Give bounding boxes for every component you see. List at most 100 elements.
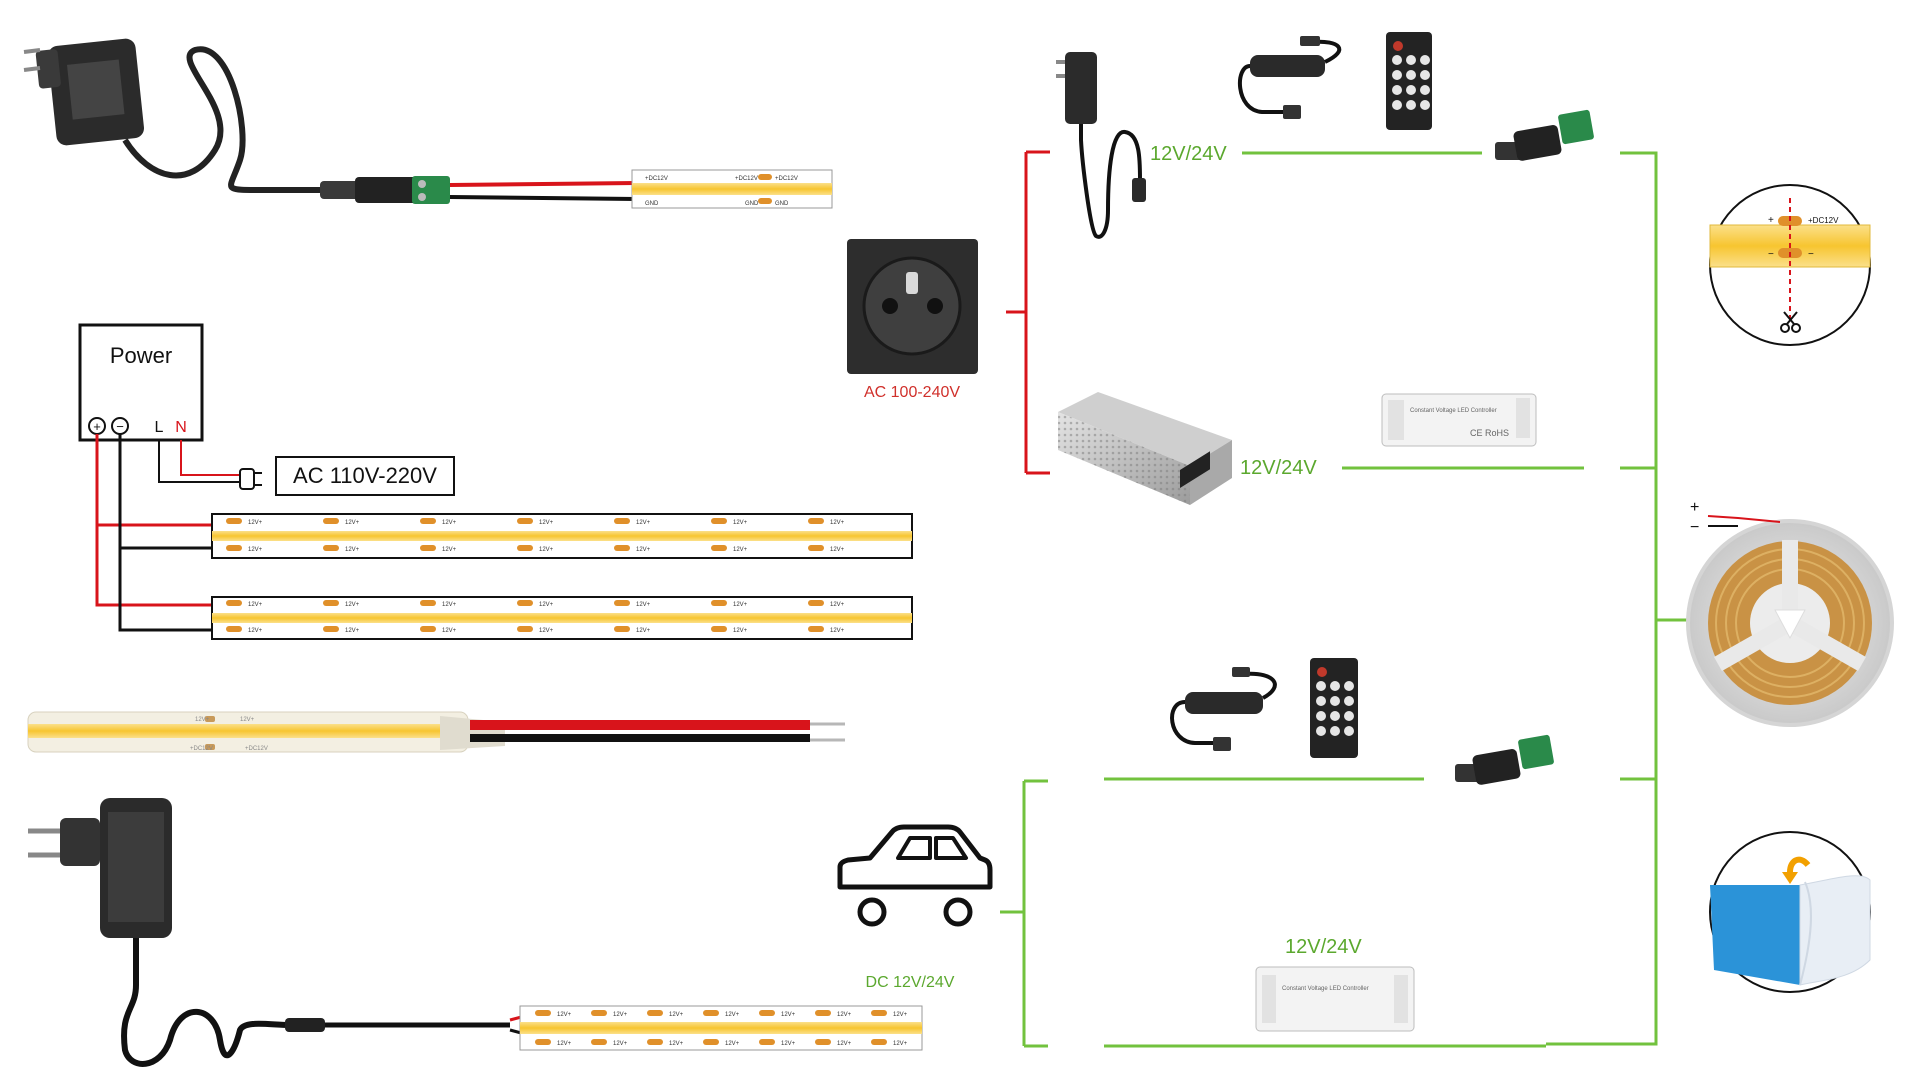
svg-text:+DC12V: +DC12V (190, 746, 213, 752)
scissors-icon (1780, 311, 1801, 333)
pad-label: 12V+ (781, 1012, 796, 1018)
black-wire (449, 195, 641, 201)
solder-pad (711, 600, 727, 606)
solder-pad (420, 518, 436, 524)
solder-pad (614, 518, 630, 524)
solder-pad (517, 626, 533, 632)
pad-label: 12V+ (539, 547, 554, 553)
svg-text:+DC12V: +DC12V (1808, 216, 1839, 225)
pad-label: 12V+ (830, 547, 845, 553)
solder-pad (808, 626, 824, 632)
solder-pad (517, 600, 533, 606)
dc-connector-icon (320, 176, 450, 204)
svg-text:Constant Voltage LED Controlle: Constant Voltage LED Controller (1410, 408, 1497, 414)
solder-pad (808, 545, 824, 551)
wire-tips (810, 722, 845, 742)
strip-solder-pads: 12V+ 12V+ 12V+ 12V+ 12V+ 12V+ 12V+ 12V+ 12V+ 12V+… (226, 518, 845, 634)
pad-label: 12V+ (837, 1041, 852, 1047)
pad-label: 12V+ (636, 628, 651, 634)
pad-label: 12V+ (733, 547, 748, 553)
pad-label: 12V+ (557, 1041, 572, 1047)
svg-text:+: + (1690, 499, 1699, 516)
solder-pad (759, 1010, 775, 1016)
power-box: Power + − L N (78, 323, 204, 442)
green-bus (1546, 151, 1688, 1046)
pad-label: 12V+ (830, 628, 845, 634)
pad-label: 12V+ (248, 628, 263, 634)
solder-pad (808, 518, 824, 524)
pad-label: 12V+ (248, 520, 263, 526)
solder-pad (871, 1039, 887, 1045)
svg-text:Constant Voltage LED Controlle: Constant Voltage LED Controller (1282, 986, 1369, 992)
controller-icon (1170, 667, 1277, 751)
pad-label: 12V+ (733, 520, 748, 526)
pad-label: 12V+ (248, 547, 263, 553)
adapter-cable (121, 938, 291, 1067)
controller-icon: Constant Voltage LED Controller (1255, 966, 1415, 1032)
solder-pad (535, 1010, 551, 1016)
pad-label: 12V+ (893, 1041, 908, 1047)
parallel-strip-1 (211, 513, 913, 559)
controller-icon (1237, 36, 1342, 119)
solder-pad (226, 626, 242, 632)
svg-text:+DC12V: +DC12V (645, 176, 668, 182)
pad-label: 12V+ (636, 520, 651, 526)
solder-pad (591, 1010, 607, 1016)
pad-label: 12V+ (539, 602, 554, 608)
solder-pad (614, 600, 630, 606)
svg-text:GND: GND (645, 201, 659, 207)
svg-text:−: − (116, 419, 124, 434)
red-wire (449, 181, 641, 187)
solder-pad (226, 518, 242, 524)
solder-pad (711, 545, 727, 551)
plug-icon (239, 468, 262, 490)
solder-pad (871, 1010, 887, 1016)
led-strip-bottom (519, 1005, 923, 1051)
tape-icon (1709, 831, 1871, 993)
solder-pad (711, 518, 727, 524)
car-icon (837, 824, 993, 927)
svg-text:N: N (175, 419, 187, 436)
solder-pad (517, 545, 533, 551)
svg-text:CE RoHS: CE RoHS (1470, 428, 1509, 438)
controller-icon: Constant Voltage LED Controller CE RoHS (1381, 393, 1537, 447)
solder-pad (815, 1010, 831, 1016)
pad-label: 12V+ (442, 628, 457, 634)
pad-label: 12V+ (733, 602, 748, 608)
solder-pad (226, 545, 242, 551)
wall-socket-icon (847, 239, 978, 374)
solder-pad (759, 1039, 775, 1045)
silicone-strip: 12V+ 12V+ +DC12V +DC12V (27, 711, 505, 753)
svg-text:−: − (1808, 249, 1814, 260)
pad-label: 12V+ (613, 1041, 628, 1047)
mains-cable-n (180, 440, 240, 476)
socket-label: AC 100-240V (864, 384, 960, 401)
pad-label: 12V+ (539, 628, 554, 634)
car-controller-voltage-label: 12V/24V (1285, 936, 1362, 958)
eu-adapter-icon (23, 38, 144, 146)
adapter-cable (122, 46, 330, 193)
solder-pad (323, 626, 339, 632)
pad-label: 12V+ (345, 547, 360, 553)
svg-text:+DC12V: +DC12V (735, 176, 758, 182)
eu-adapter-icon (28, 798, 172, 938)
svg-text:L: L (155, 419, 164, 436)
pad-label: 12V+ (725, 1041, 740, 1047)
solder-pad (323, 600, 339, 606)
negative-wire (118, 434, 212, 632)
dc-distribution-green (1000, 779, 1048, 1048)
svg-text:+: + (93, 419, 101, 434)
ac-distribution-red (1006, 150, 1050, 475)
positive-wire (95, 434, 212, 607)
pad-label: 12V+ (669, 1041, 684, 1047)
pad-label: 12V+ (830, 602, 845, 608)
svg-text:+: + (1768, 215, 1774, 226)
svg-text:−: − (1768, 249, 1774, 260)
pad-label: 12V+ (613, 1012, 628, 1018)
solder-pad (703, 1010, 719, 1016)
solder-pad (647, 1039, 663, 1045)
solder-pad (535, 1039, 551, 1045)
pad-label: 12V+ (781, 1041, 796, 1047)
dc-barrel (285, 1018, 325, 1032)
